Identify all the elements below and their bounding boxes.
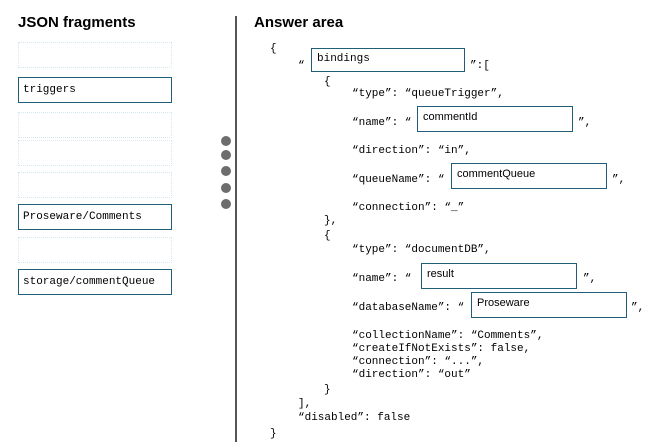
drag-handle-dot[interactable] bbox=[221, 136, 231, 146]
drop-target-database-name[interactable]: Proseware bbox=[471, 292, 627, 318]
answer-area-title: Answer area bbox=[254, 14, 344, 31]
fragment-slot-empty[interactable] bbox=[18, 172, 172, 198]
code-queue-prefix: “queueName”: “ bbox=[352, 174, 445, 186]
code-line-create: “createIfNotExists”: false, bbox=[352, 343, 531, 355]
code-obj1-close: }, bbox=[324, 215, 338, 227]
drop-target-name1[interactable]: commentId bbox=[417, 106, 573, 132]
code-open-brace: { bbox=[270, 43, 277, 55]
fragment-slot-empty[interactable] bbox=[18, 140, 172, 166]
code-line-connection1: “connection”: “_” bbox=[352, 202, 465, 214]
json-fragments-title: JSON fragments bbox=[18, 14, 136, 31]
fragment-triggers[interactable]: triggers bbox=[18, 77, 172, 103]
drag-handle-dot[interactable] bbox=[221, 150, 231, 160]
drop-target-queue-name[interactable]: commentQueue bbox=[451, 163, 607, 189]
code-name2-suffix: ”, bbox=[583, 273, 597, 285]
fragment-slot-empty[interactable] bbox=[18, 42, 172, 68]
fragment-slot-empty[interactable] bbox=[18, 237, 172, 263]
code-name1-suffix: ”, bbox=[578, 117, 592, 129]
drop-target-bindings[interactable]: bindings bbox=[311, 48, 465, 72]
code-obj2-open: { bbox=[324, 230, 331, 242]
code-bindings-prefix: “ bbox=[298, 60, 305, 72]
code-obj1-open: { bbox=[324, 76, 331, 88]
drag-handle-dot[interactable] bbox=[221, 183, 231, 193]
panel-divider bbox=[235, 16, 237, 442]
code-obj2-close: } bbox=[324, 384, 331, 396]
code-name2-prefix: “name”: “ bbox=[352, 273, 412, 285]
drag-handle-dot[interactable] bbox=[221, 199, 231, 209]
code-line-type2: “type”: “documentDB”, bbox=[352, 244, 491, 256]
code-db-prefix: “databaseName”: “ bbox=[352, 302, 465, 314]
fragment-storage-commentqueue[interactable]: storage/commentQueue bbox=[18, 269, 172, 295]
code-line-direction2: “direction”: “out” bbox=[352, 369, 471, 381]
drag-handle-dot[interactable] bbox=[221, 166, 231, 176]
code-array-close: ], bbox=[298, 398, 312, 410]
code-line-direction1: “direction”: “in”, bbox=[352, 145, 471, 157]
code-line-collection: “collectionName”: “Comments”, bbox=[352, 330, 544, 342]
code-line-type1: “type”: “queueTrigger”, bbox=[352, 88, 504, 100]
fragment-slot-empty[interactable] bbox=[18, 112, 172, 138]
fragment-proseware-comments[interactable]: Proseware/Comments bbox=[18, 204, 172, 230]
code-line-connection2: “connection”: “...”, bbox=[352, 356, 485, 368]
code-bindings-suffix: ”:[ bbox=[470, 60, 490, 72]
code-name1-prefix: “name”: “ bbox=[352, 117, 412, 129]
code-db-suffix: ”, bbox=[631, 302, 645, 314]
code-close-brace: } bbox=[270, 428, 277, 440]
code-queue-suffix: ”, bbox=[612, 174, 626, 186]
drop-target-name2[interactable]: result bbox=[421, 263, 577, 289]
code-line-disabled: “disabled”: false bbox=[298, 412, 411, 424]
